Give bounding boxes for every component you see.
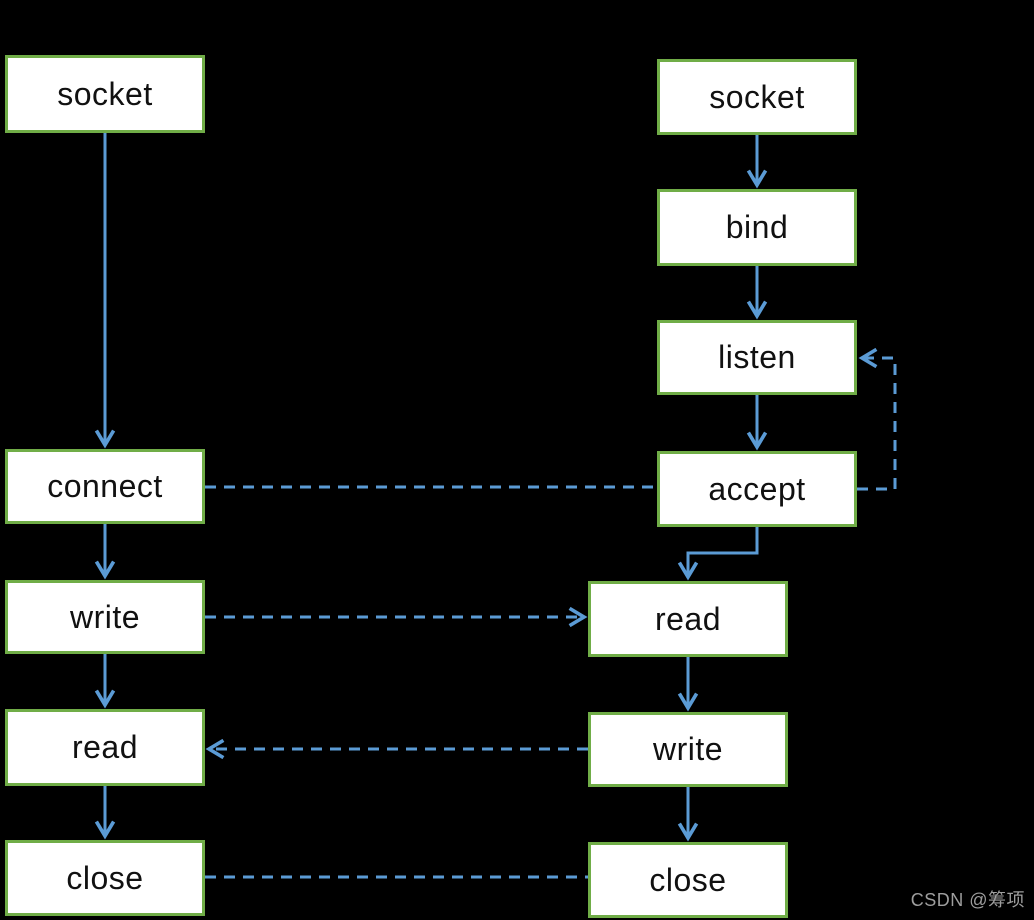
node-server-listen: listen <box>657 320 857 395</box>
node-client-read: read <box>5 709 205 786</box>
node-server-write: write <box>588 712 788 787</box>
node-client-write: write <box>5 580 205 654</box>
edge-accept-to-listen-loop-dashed <box>857 347 897 491</box>
node-server-bind: bind <box>657 189 857 266</box>
node-client-socket: socket <box>5 55 205 133</box>
node-server-accept: accept <box>657 451 857 527</box>
node-client-close: close <box>5 840 205 916</box>
node-server-close: close <box>588 842 788 918</box>
node-server-socket: socket <box>657 59 857 135</box>
csdn-watermark: CSDN @筹项 <box>910 890 1025 910</box>
node-client-connect: connect <box>5 449 205 524</box>
edge-server-accept-to-read <box>677 527 759 581</box>
node-server-read: read <box>588 581 788 657</box>
